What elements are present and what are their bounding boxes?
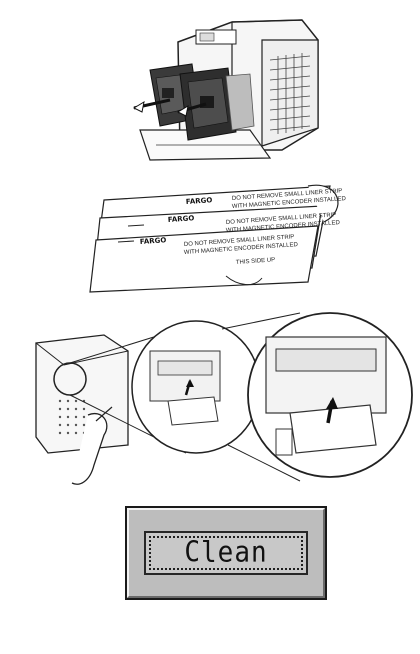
card-logo-1: FARGO xyxy=(186,196,213,206)
card-insertion-illustration xyxy=(0,305,420,490)
clean-button-label: Clean xyxy=(184,536,268,570)
card-side-up: THIS SIDE UP xyxy=(236,257,276,266)
card-logo-2: FARGO xyxy=(168,214,195,224)
cleaning-card-illustration: FARGO DO NOT REMOVE SMALL LINER STRIP WI… xyxy=(0,170,420,305)
card-logo-3: FARGO xyxy=(140,236,167,246)
clean-button-frame: Clean xyxy=(125,506,327,600)
clean-button-focus-ring: Clean xyxy=(149,536,303,570)
clean-button[interactable]: Clean xyxy=(144,531,308,575)
clean-button-panel: Clean xyxy=(127,508,325,598)
printer-cartridge-illustration xyxy=(0,0,420,170)
